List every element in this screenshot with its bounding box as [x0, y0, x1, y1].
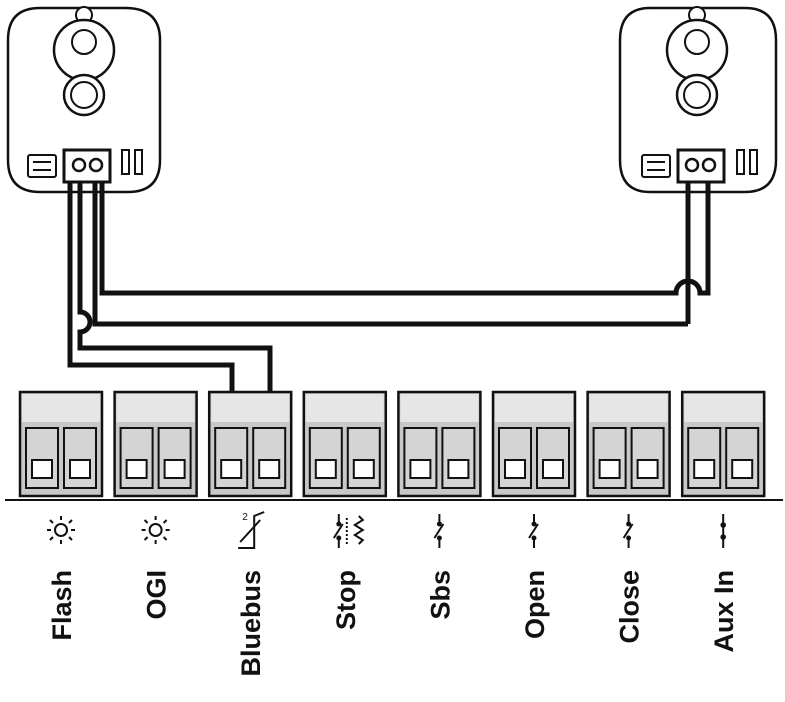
screw-icon	[447, 459, 470, 479]
terminal-block-bluebus[interactable]	[207, 390, 293, 498]
bluebus-superscript: 2	[242, 512, 248, 523]
ogi-symbol-icon	[141, 516, 170, 544]
screw-icon	[542, 459, 564, 479]
terminal-block-stop[interactable]	[302, 390, 388, 498]
terminal-block-sbs[interactable]	[397, 390, 482, 498]
screw-icon	[31, 459, 53, 479]
stop-symbol-icon	[332, 514, 365, 548]
screw-icon	[352, 459, 375, 479]
wiring	[67, 182, 711, 395]
screw-icon	[125, 459, 148, 479]
screw-icon	[314, 459, 337, 479]
side-connector	[27, 154, 57, 178]
terminal-label-open: Open	[520, 570, 550, 639]
terminal-label-sbs: Sbs	[425, 570, 455, 620]
terminal-top	[305, 394, 384, 422]
screw-icon	[69, 459, 91, 479]
terminal-label-ogi: OGI	[142, 570, 172, 620]
screw-icon	[598, 459, 621, 479]
terminal-block-flash[interactable]	[18, 390, 104, 498]
aux-in-symbol-icon	[720, 514, 727, 548]
sbs-symbol-icon	[433, 514, 445, 548]
lens-inner-icon	[684, 29, 710, 55]
dip-switch-icon-2	[749, 149, 758, 175]
side-connector	[641, 154, 671, 178]
led-ring-inner	[683, 81, 711, 109]
screw-icon	[731, 459, 754, 479]
photocell-left	[6, 6, 162, 194]
terminal-label-aux-in: Aux In	[709, 570, 739, 653]
screw-icon	[258, 459, 281, 479]
terminal-block-close[interactable]	[586, 390, 671, 498]
terminal-top	[589, 394, 668, 422]
screw-icon	[409, 459, 432, 479]
terminal-block-open[interactable]	[491, 390, 577, 498]
open-symbol-icon	[528, 514, 539, 548]
dip-switch-icon	[121, 149, 130, 175]
lens-inner-icon	[71, 29, 97, 55]
screw-icon	[636, 459, 659, 479]
wire-left-c	[92, 182, 688, 327]
terminal-top	[400, 394, 479, 422]
flash-symbol-icon	[47, 516, 75, 544]
screw-icon	[220, 459, 243, 479]
photocell-right	[618, 6, 778, 194]
dip-switch-icon-2	[134, 149, 143, 175]
wire-left-b	[77, 182, 273, 395]
terminal-top	[22, 394, 100, 422]
led-ring-inner	[70, 81, 98, 109]
terminal-label-flash: Flash	[47, 570, 77, 641]
screw-icon	[163, 459, 186, 479]
terminal-block-aux-in[interactable]	[680, 390, 766, 498]
wire-left-a	[67, 182, 235, 395]
terminal-top	[495, 394, 573, 422]
terminal-label-stop: Stop	[331, 570, 361, 630]
screw-icon	[504, 459, 526, 479]
bluebus-symbol-icon	[238, 511, 265, 549]
terminal-top	[211, 394, 290, 422]
terminal-label-bluebus: Bluebus	[236, 570, 266, 677]
terminal-top	[116, 394, 195, 422]
screw-icon	[693, 459, 716, 479]
terminal-label-close: Close	[615, 570, 645, 644]
terminal-top	[684, 394, 763, 422]
wire-left-d	[99, 182, 711, 296]
close-symbol-icon	[622, 514, 634, 548]
terminal-block-ogi[interactable]	[113, 390, 198, 498]
dip-switch-icon	[736, 149, 745, 175]
